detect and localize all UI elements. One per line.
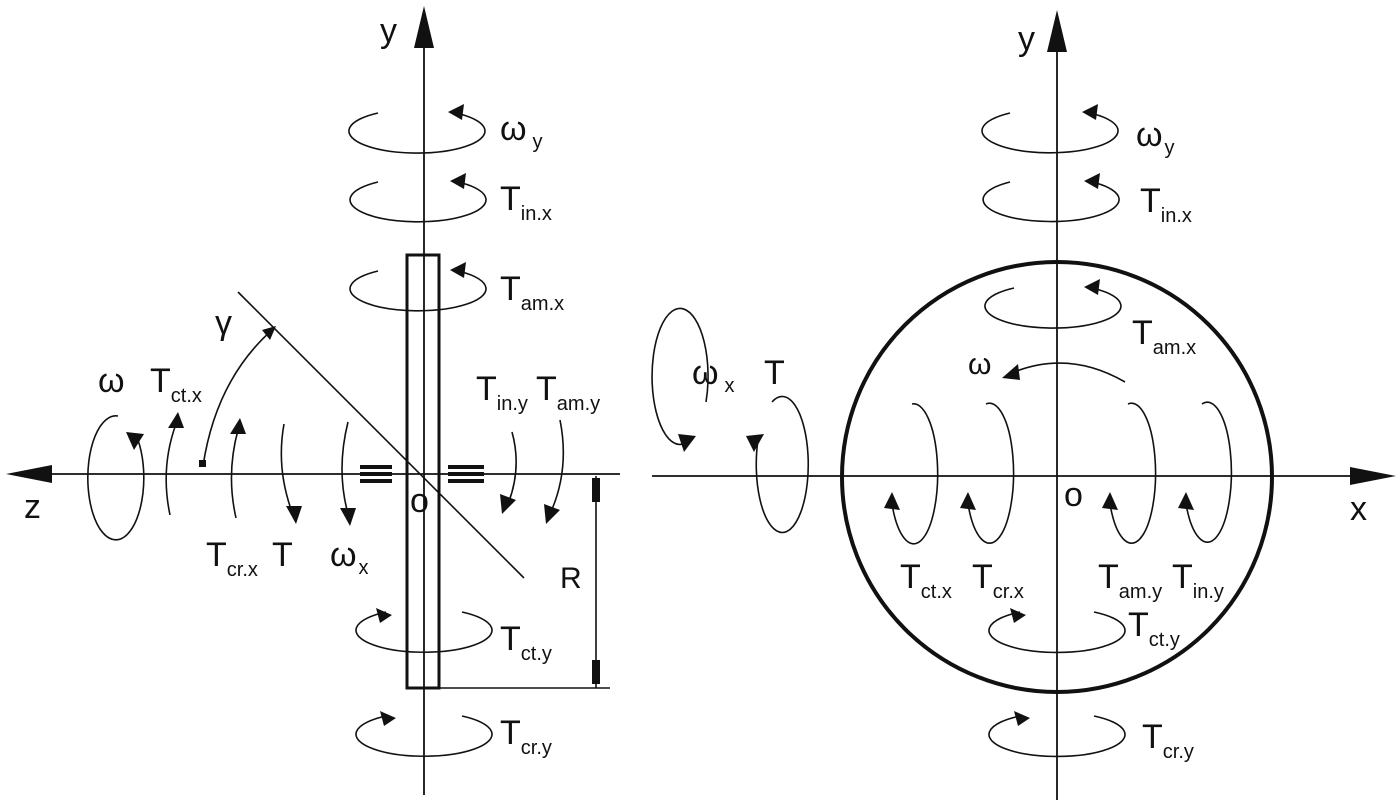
right-t-am-y-rotation	[1102, 402, 1157, 544]
left-omega-z-rotation	[87, 415, 145, 541]
disc-face-view	[840, 260, 1274, 694]
right-t-cr-y-rotation	[988, 711, 1126, 758]
right-t-cr-x-label: Tcr.x	[972, 558, 1024, 603]
r-dimension-bottom-tick	[592, 660, 600, 684]
left-t-in-y-arc	[500, 431, 517, 514]
right-t-ct-x-label: Tct.x	[900, 558, 952, 603]
left-t-ct-y-rotation	[355, 608, 493, 654]
right-y-axis-arrowhead	[1047, 10, 1067, 52]
right-t-rotation	[746, 395, 810, 534]
left-y-axis-label: y	[380, 12, 397, 50]
disc-edge-view	[405, 253, 441, 690]
right-t-label: T	[764, 354, 785, 392]
right-t-am-y-label: Tam.y	[1098, 558, 1162, 603]
right-t-ct-x-rotation	[884, 403, 939, 545]
left-t-label: T	[272, 536, 293, 574]
left-omega-label: ω	[98, 362, 125, 400]
right-t-ct-y-label: Tct.y	[1128, 606, 1180, 651]
right-t-cr-y-label: Tcr.y	[1142, 718, 1194, 763]
left-t-arc	[280, 423, 302, 524]
right-t-in-y-label: Tin.y	[1172, 558, 1224, 603]
left-omega-y-rotation	[348, 104, 486, 154]
right-omega-arc	[1002, 362, 1126, 383]
left-t-am-x-rotation	[349, 262, 487, 312]
right-y-axis-label: y	[1018, 20, 1035, 58]
right-omega-y-rotation	[981, 104, 1119, 154]
left-t-am-y-arc	[544, 419, 565, 524]
right-t-cr-x-rotation	[960, 402, 1015, 544]
left-y-axis-arrowhead	[414, 6, 434, 48]
left-t-ct-y-label: Tct.y	[500, 620, 552, 665]
right-x-axis-label: x	[1350, 490, 1367, 528]
left-t-in-y-label: Tin.y	[476, 370, 528, 415]
left-t-cr-x-arc	[230, 418, 246, 519]
left-origin-label: o	[410, 482, 429, 520]
left-t-in-x-rotation	[349, 173, 487, 223]
left-t-am-y-label: Tam.y	[536, 370, 600, 415]
right-t-ct-y-rotation	[988, 608, 1126, 654]
left-z-axis-arrowhead	[6, 465, 52, 483]
right-t-in-x-rotation	[982, 173, 1120, 223]
r-dimension-top-tick	[592, 478, 600, 502]
left-z-axis-label: z	[24, 488, 41, 526]
gamma-arc-start-marker	[199, 460, 206, 467]
gamma-arc-arrowhead	[262, 326, 276, 340]
radius-label: R	[560, 562, 582, 595]
right-t-in-y-rotation	[1178, 401, 1233, 544]
right-t-am-x-label: Tam.x	[1132, 314, 1196, 359]
right-t-am-x-rotation	[984, 279, 1122, 329]
gamma-angle-arc	[202, 329, 273, 467]
inclined-axis-line	[237, 291, 525, 579]
left-t-am-x-label: Tam.x	[500, 270, 564, 315]
right-t-in-x-label: Tin.x	[1140, 182, 1192, 227]
left-t-cr-x-label: Tcr.x	[206, 536, 258, 581]
right-x-axis-arrowhead	[1350, 467, 1396, 485]
left-bearing	[360, 465, 392, 483]
left-t-in-x-label: Tin.x	[500, 180, 552, 225]
left-omega-x-arc	[340, 421, 356, 526]
left-t-cr-y-rotation	[355, 711, 493, 758]
left-t-ct-x-label: Tct.x	[150, 362, 202, 407]
left-t-ct-x-arc	[165, 412, 184, 516]
left-t-cr-y-label: Tcr.y	[500, 714, 552, 759]
right-omega-label: ω	[968, 348, 991, 381]
gamma-label: γ	[215, 304, 232, 342]
right-origin-label: o	[1064, 476, 1083, 514]
right-omega-x-rotation	[651, 307, 709, 452]
right-bearing	[448, 465, 484, 483]
